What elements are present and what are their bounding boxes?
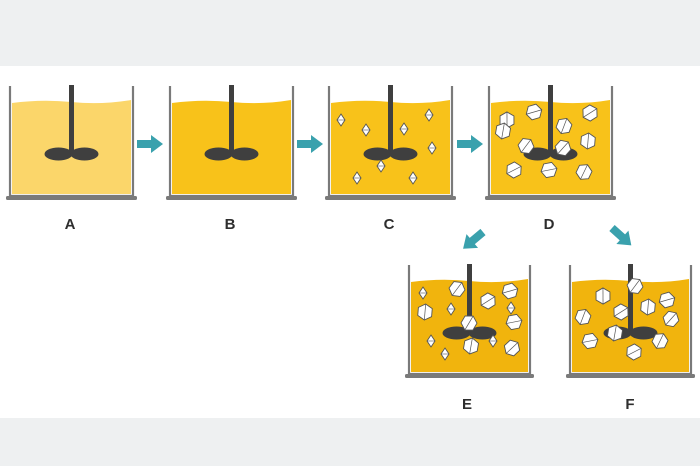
large-crystal-icon [595,287,611,305]
arrow-right-icon [457,135,483,153]
large-crystal-icon [575,164,593,180]
small-crystal-icon [336,113,346,127]
small-crystal-icon [408,171,418,185]
stirrer-icon [442,264,497,340]
large-crystal-icon [506,161,522,179]
arrow-down-right-icon [609,225,632,246]
large-crystal-icon [640,298,656,316]
large-crystal-icon [582,104,598,122]
large-crystal-icon [525,103,543,121]
vessel-base-d [485,196,616,200]
small-crystal-icon [427,141,437,155]
stirrer-icon [44,85,99,161]
large-crystal-icon [480,292,496,310]
small-crystal-icon [376,159,386,173]
large-crystal-icon [501,282,519,300]
large-crystal-icon [581,332,599,350]
vessel-label-d: D [543,216,555,233]
vessel-label-a: A [64,216,76,233]
small-crystal-icon [418,286,428,300]
large-crystal-icon [554,139,572,157]
large-crystal-icon [540,161,558,179]
large-crystal-icon [626,343,642,361]
vessel-label-c: C [383,216,395,233]
small-crystal-icon [361,123,371,137]
large-crystal-icon [606,324,624,342]
large-crystal-icon [626,278,644,294]
vessel-base-a [6,196,137,200]
vessel-label-b: B [224,216,236,233]
large-crystal-icon [460,315,478,331]
vessel-base-c [325,196,456,200]
large-crystal-icon [662,310,680,328]
vessel-base-b [166,196,297,200]
large-crystal-icon [555,117,573,135]
large-crystal-icon [651,333,669,349]
vessel-base-f [566,374,695,378]
arrow-right-icon [297,135,323,153]
small-crystal-icon [426,334,436,348]
large-crystal-icon [503,339,521,357]
small-crystal-icon [352,171,362,185]
vessel-label-f: F [625,396,635,413]
stirrer-icon [204,85,259,161]
vessel-b [166,85,297,200]
vessel-label-e: E [461,396,472,413]
large-crystal-icon [658,291,676,309]
large-crystal-icon [417,303,433,321]
small-crystal-icon [446,302,456,316]
small-crystal-icon [506,301,516,315]
stirrer-icon [363,85,418,161]
large-crystal-icon [613,303,629,321]
arrow-right-icon [137,135,163,153]
vessel-e [405,264,534,378]
vessel-d [485,85,616,200]
vessel-base-e [405,374,534,378]
large-crystal-icon [494,122,512,140]
vessel-a [6,85,137,200]
large-crystal-icon [574,308,592,326]
small-crystal-icon [488,334,498,348]
large-crystal-icon [448,281,466,297]
vessel-f [566,264,695,378]
vessel-c [325,85,456,200]
small-crystal-icon [424,108,434,122]
small-crystal-icon [399,122,409,136]
arrow-down-left-icon [463,228,486,249]
large-crystal-icon [505,313,523,331]
large-crystal-icon [462,337,480,355]
small-crystal-icon [440,347,450,361]
large-crystal-icon [517,138,535,154]
large-crystal-icon [580,132,596,150]
